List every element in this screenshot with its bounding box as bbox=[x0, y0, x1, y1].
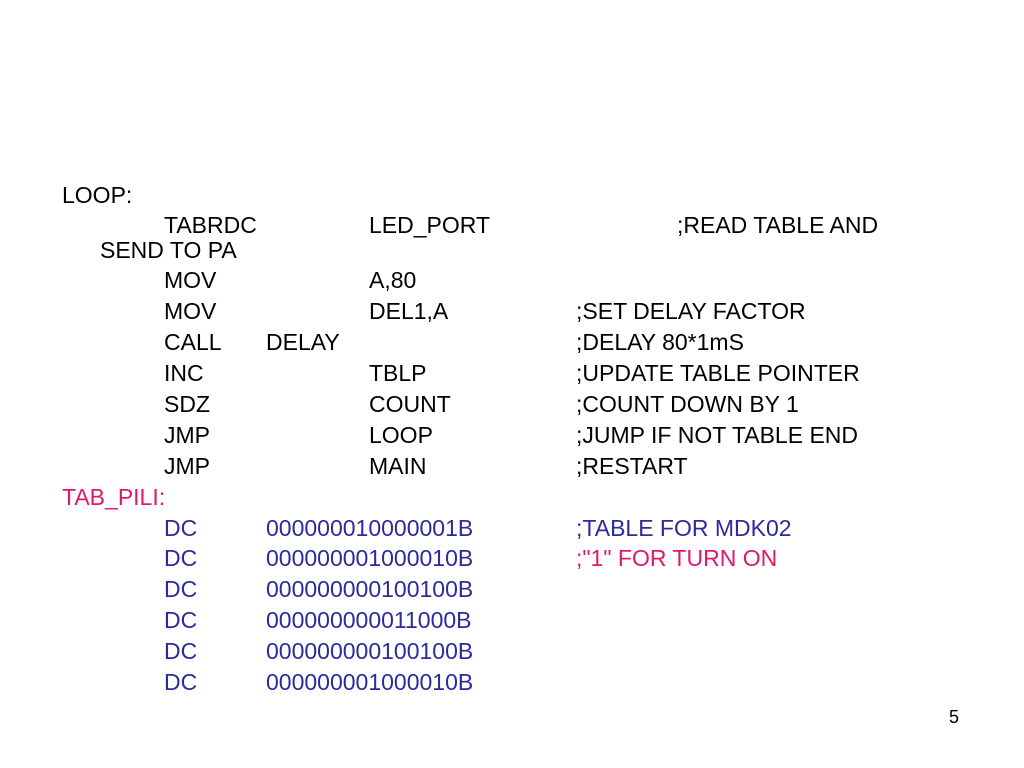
op-mov: MOV bbox=[164, 267, 217, 293]
page-number: 5 bbox=[949, 707, 960, 727]
comment-delay: ;DELAY 80*1mS bbox=[576, 329, 744, 355]
op-dc: DC bbox=[164, 576, 198, 602]
op-jmp: JMP bbox=[164, 422, 210, 448]
comment-update-pointer: ;UPDATE TABLE POINTER bbox=[576, 360, 860, 386]
op-mov: MOV bbox=[164, 298, 217, 324]
dc-value: 000000010000001B bbox=[266, 515, 474, 541]
op-dc: DC bbox=[164, 638, 198, 664]
op-dc: DC bbox=[164, 669, 198, 695]
arg-count: COUNT bbox=[369, 391, 451, 417]
arg-loop: LOOP bbox=[369, 422, 433, 448]
comment-table-for: ;TABLE FOR MDK02 bbox=[576, 515, 792, 541]
arg-delay: DELAY bbox=[266, 329, 340, 355]
op-sdz: SDZ bbox=[164, 391, 210, 417]
arg-a-80: A,80 bbox=[369, 267, 417, 293]
op-call: CALL bbox=[164, 329, 222, 355]
arg-main: MAIN bbox=[369, 453, 427, 479]
dc-value: 000000000011000B bbox=[266, 607, 472, 633]
comment-read-table: ;READ TABLE AND bbox=[677, 212, 879, 238]
dc-value: 000000001000010B bbox=[266, 669, 474, 695]
op-jmp: JMP bbox=[164, 453, 210, 479]
op-dc: DC bbox=[164, 515, 198, 541]
op-tabrdc: TABRDC bbox=[164, 212, 257, 238]
arg-del1-a: DEL1,A bbox=[369, 298, 449, 324]
arg-tblp: TBLP bbox=[369, 360, 427, 386]
dc-value: 000000000100100B bbox=[266, 638, 474, 664]
op-dc: DC bbox=[164, 607, 198, 633]
arg-led-port: LED_PORT bbox=[369, 212, 491, 238]
comment-turn-on: ;"1" FOR TURN ON bbox=[576, 545, 778, 571]
op-dc: DC bbox=[164, 545, 198, 571]
table-label: TAB_PILI: bbox=[62, 484, 166, 510]
loop-label: LOOP: bbox=[62, 182, 133, 208]
comment-jump: ;JUMP IF NOT TABLE END bbox=[576, 422, 859, 448]
comment-count-down: ;COUNT DOWN BY 1 bbox=[576, 391, 799, 417]
comment-send-to-pa: SEND TO PA bbox=[100, 237, 237, 263]
comment-set-delay: ;SET DELAY FACTOR bbox=[576, 298, 806, 324]
dc-value: 000000000100100B bbox=[266, 576, 474, 602]
comment-restart: ;RESTART bbox=[576, 453, 688, 479]
op-inc: INC bbox=[164, 360, 204, 386]
dc-value: 000000001000010B bbox=[266, 545, 474, 571]
